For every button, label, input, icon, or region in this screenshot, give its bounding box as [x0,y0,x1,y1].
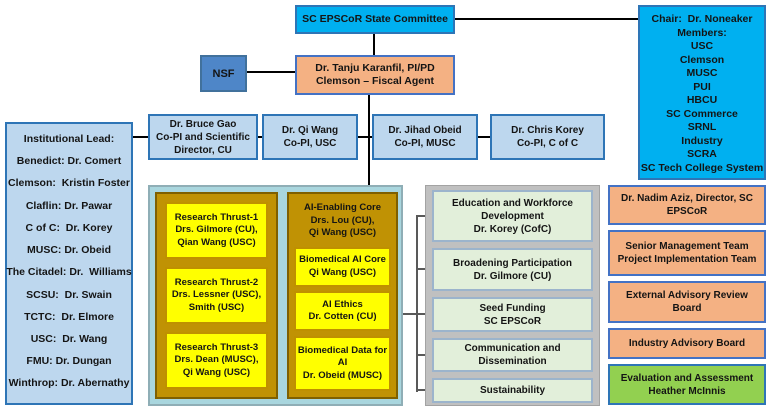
committee-chair: Chair: Dr. Noneaker [651,13,753,25]
institutional-lead-item: The Citadel: Dr. Williams [6,266,132,279]
committee-member: SC Tech College System [640,161,764,174]
state-committee-label: SC EPSCoR State Committee [302,12,448,25]
connector-committee-pi [373,33,375,55]
industry-advisory-box: Industry Advisory Board [608,328,766,359]
program-sustainability-box: Sustainability [432,378,593,403]
institutional-lead-item: MUSC: Dr. Obeid [26,244,111,257]
committee-member: PUI [693,80,711,93]
committee-member: Clemson [679,53,725,66]
state-committee-box: SC EPSCoR State Committee [295,5,455,34]
biomedical-data-box: Biomedical Data for AI Dr. Obeid (MUSC) [294,335,391,391]
institutional-lead-panel: Institutional Lead: Benedict: Dr. Comert… [5,122,133,405]
external-advisory-box: External Advisory Review Board [608,281,766,323]
program-bracket-stub-4 [416,354,432,356]
institutional-lead-item: USC: Dr. Wang [30,332,108,345]
external-advisory-label: External Advisory Review Board [626,290,748,314]
committee-member: HBCU [686,94,718,106]
copi-box-gao: Dr. Bruce Gao Co-PI and Scientific Direc… [148,114,258,160]
epscor-director-box: Dr. Nadim Aziz, Director, SC EPSCoR [608,185,766,225]
state-committee-panel: Chair: Dr. Noneaker Members: USC Clemson… [638,5,766,180]
program-bracket-feed [403,313,417,315]
evaluation-assessment-label: Evaluation and Assessment Heather McInni… [620,372,754,397]
program-education-label: Education and Workforce Development Dr. … [452,197,573,235]
program-communication-label: Communication and Dissemination [464,343,561,367]
institutional-lead-item: Benedict: Dr. Comert [16,155,122,168]
copi-box-obeid: Dr. Jihad Obeid Co-PI, MUSC [372,114,478,160]
institutional-lead-item: SCSU: Dr. Swain [26,288,112,301]
copi-obeid-label: Dr. Jihad Obeid Co-PI, MUSC [388,125,462,149]
committee-member: SCRA [687,148,717,160]
senior-management-label: Senior Management Team Project Implement… [617,241,757,265]
ai-enabling-core-header: AI-Enabling Core Drs. Lou (CU), Qi Wang … [294,200,391,242]
connector-copi-1-2 [258,136,264,138]
connector-nsf-pi [247,71,295,73]
program-bracket-vline [416,215,418,392]
ai-ethics-label: AI Ethics Dr. Cotten (CU) [308,298,377,323]
committee-member: Industry [681,134,723,147]
institutional-lead-item: TCTC: Dr. Elmore [24,310,114,323]
institutional-lead-item: C of C: Dr. Korey [25,221,113,234]
committee-member: SC Commerce [666,107,738,120]
core-container: AI-Enabling Core Drs. Lou (CU), Qi Wang … [287,192,398,399]
research-thrust-2-label: Research Thrust-2 Drs. Lessner (USC), Sm… [171,276,262,313]
evaluation-assessment-box: Evaluation and Assessment Heather McInni… [608,364,766,405]
committee-member: SRNL [687,121,717,133]
program-bracket-stub-1 [416,215,432,217]
institutional-lead-item: Claflin: Dr. Pawar [25,199,113,212]
program-education-box: Education and Workforce Development Dr. … [432,190,593,242]
institutional-lead-item: Winthrop: Dr. Abernathy [8,377,130,390]
program-bracket-stub-5 [416,389,432,391]
institutional-lead-item: Clemson: Kristin Foster [8,177,130,190]
program-broadening-box: Broadening Participation Dr. Gilmore (CU… [432,248,593,291]
program-seed-funding-label: Seed Funding SC EPSCoR [479,302,546,327]
connector-pi-core [368,95,370,185]
institutional-lead-title: Institutional Lead: [23,133,115,145]
committee-member: USC [690,40,714,52]
nsf-box: NSF [200,55,247,92]
research-thrust-3-box: Research Thrust-3 Drs. Dean (MUSC), Qi W… [165,332,268,389]
institutional-lead-item: FMU: Dr. Dungan [26,355,112,368]
committee-members-label: Members: [677,26,727,39]
program-seed-funding-box: Seed Funding SC EPSCoR [432,297,593,332]
ai-enabling-core-label: AI-Enabling Core Drs. Lou (CU), Qi Wang … [303,202,382,239]
committee-member: MUSC [686,67,718,79]
copi-korey-label: Dr. Chris Korey Co-PI, C of C [511,125,584,149]
program-broadening-label: Broadening Participation Dr. Gilmore (CU… [453,257,572,282]
program-bracket-stub-3 [416,313,432,315]
ai-ethics-box: AI Ethics Dr. Cotten (CU) [294,291,391,332]
program-communication-box: Communication and Dissemination [432,338,593,372]
connector-copi-2-3 [356,136,372,138]
pi-label: Dr. Tanju Karanfil, PI/PD Clemson – Fisc… [315,61,435,88]
connector-committee-advisory [455,18,638,20]
copi-box-korey: Dr. Chris Korey Co-PI, C of C [490,114,605,160]
biomedical-ai-core-box: Biomedical AI Core Qi Wang (USC) [294,246,391,287]
industry-advisory-label: Industry Advisory Board [628,338,746,349]
research-thrust-1-box: Research Thrust-1 Drs. Gilmore (CU), Qia… [165,202,268,259]
epscor-director-label: Dr. Nadim Aziz, Director, SC EPSCoR [621,193,753,217]
thrust-container: Research Thrust-1 Drs. Gilmore (CU), Qia… [155,192,278,399]
research-thrust-2-box: Research Thrust-2 Drs. Lessner (USC), Sm… [165,267,268,324]
senior-management-box: Senior Management Team Project Implement… [608,230,766,276]
pi-box: Dr. Tanju Karanfil, PI/PD Clemson – Fisc… [295,55,455,95]
nsf-label: NSF [212,67,235,80]
biomedical-ai-core-label: Biomedical AI Core Qi Wang (USC) [299,254,386,278]
research-thrust-3-label: Research Thrust-3 Drs. Dean (MUSC), Qi W… [174,341,259,378]
biomedical-data-label: Biomedical Data for AI Dr. Obeid (MUSC) [297,344,388,381]
connector-copi-3-4 [478,136,490,138]
copi-box-wang: Dr. Qi Wang Co-PI, USC [262,114,358,160]
copi-wang-label: Dr. Qi Wang Co-PI, USC [281,125,339,149]
copi-gao-label: Dr. Bruce Gao Co-PI and Scientific Direc… [156,118,250,156]
connector-leads-copi [133,136,148,138]
program-bracket-stub-2 [416,268,432,270]
research-thrust-1-label: Research Thrust-1 Drs. Gilmore (CU), Qia… [174,211,259,248]
program-sustainability-label: Sustainability [479,385,545,396]
